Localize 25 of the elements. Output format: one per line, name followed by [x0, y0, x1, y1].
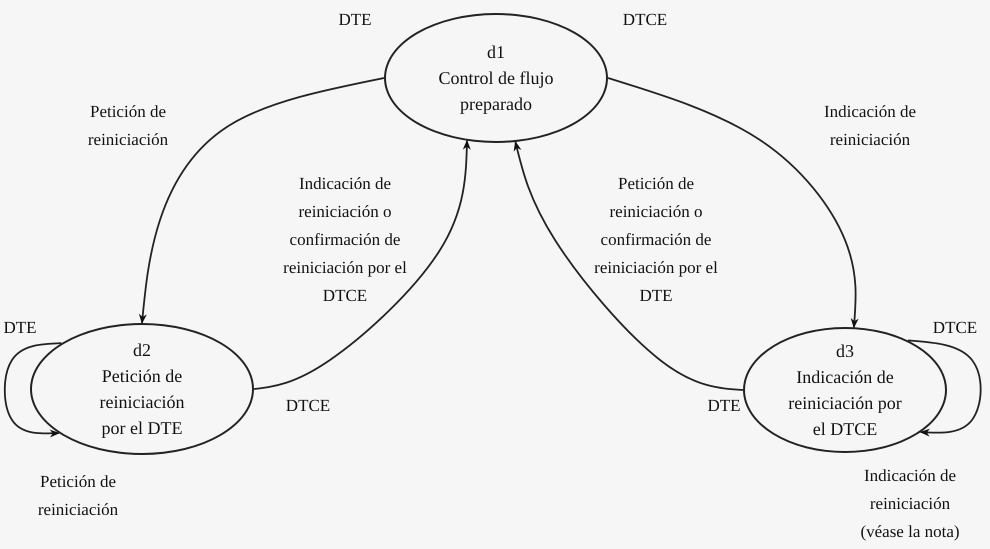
state-id: d3: [836, 340, 854, 363]
state-name: Petición de reiniciación por el DTE: [98, 365, 186, 440]
station-label: DTE: [707, 396, 741, 416]
transition-arrow: [608, 77, 859, 328]
self-loop-arrow: [908, 339, 982, 437]
station-label: DTCE: [932, 318, 978, 338]
transition-arrow: [138, 77, 384, 324]
station-label: DTE: [3, 318, 37, 338]
station-label: DTCE: [286, 396, 330, 416]
edge-label: Petición de reiniciación: [86, 101, 170, 151]
state-ellipse: [384, 13, 608, 143]
station-label: DTCE: [622, 10, 668, 30]
self-loop-arrow: [4, 342, 62, 438]
station-label: DTE: [338, 10, 372, 30]
edge-label: Indicación de reiniciación (véase la nota): [859, 465, 961, 543]
transition-arrow: [514, 141, 744, 391]
edge-label: Petición de reiniciación o confirmación de reiniciación por el DTE: [593, 173, 719, 307]
state-id: d2: [133, 339, 151, 362]
state-name: Control de flujo preparado: [438, 67, 554, 116]
transition-arrow: [254, 140, 471, 390]
edge-label: Petición de reiniciación: [36, 471, 120, 521]
state-id: d1: [487, 41, 505, 64]
edge-label: Indicación de reiniciación o confirmación de reiniciación por el DTCE: [282, 173, 408, 307]
edge-label: Indicación de reiniciación: [822, 101, 918, 151]
state-name: Indicación de reiniciación por el DTCE: [787, 366, 903, 441]
